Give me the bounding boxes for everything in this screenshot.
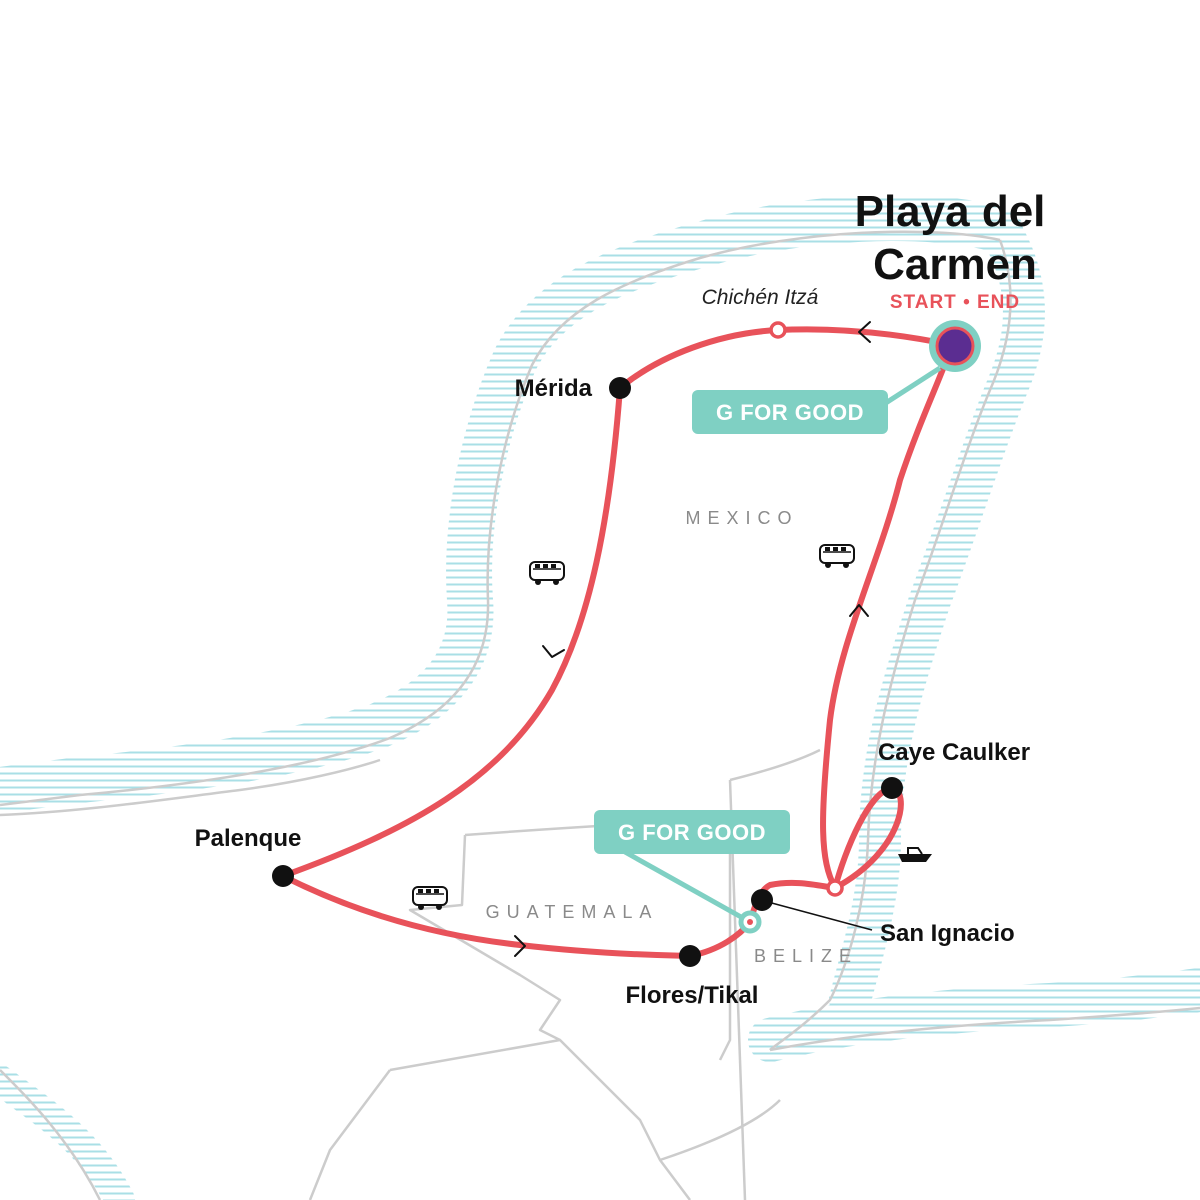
g-for-good-label: G FOR GOOD [618,820,766,845]
stop-dot-merida[interactable] [609,377,631,399]
boat-icon [898,847,932,862]
g-for-good-marker-center [747,919,753,925]
stop-dot-flores[interactable] [679,945,701,967]
coastline [0,230,1200,1200]
stop-label-palenque: Palenque [195,825,302,852]
san-ignacio-connector [767,901,873,931]
stop-label-merida: Mérida [515,375,593,402]
start-end-city-label-line1: Playa del [855,187,1046,236]
chevron-arrow-icon [514,321,871,957]
g-for-good-badge-top[interactable]: G FOR GOOD [692,365,942,434]
country-label-guatemala: GUATEMALA [486,902,659,922]
g-for-good-label: G FOR GOOD [716,400,864,425]
stop-dot-palenque[interactable] [272,865,294,887]
bus-icon [819,544,855,568]
stop-label-caye-caulker: Caye Caulker [878,739,1030,766]
poi-chichen-itza-label: Chichén Itzá [702,286,819,309]
country-label-mexico: MEXICO [685,508,798,528]
start-end-marker[interactable] [929,320,981,372]
g-for-good-badge-bottom[interactable]: G FOR GOOD [594,810,790,925]
belize-border-marker[interactable] [826,879,844,897]
bus-icon [529,561,565,585]
chichen-itza-marker[interactable] [769,321,787,339]
stop-dots [272,377,903,967]
start-end-tag: START • END [890,292,1020,313]
coast-water-hatching [0,195,1200,1200]
stop-label-san-ignacio: San Ignacio [880,920,1015,947]
bus-icon [412,886,448,910]
stop-dot-san-ignacio[interactable] [751,889,773,911]
stop-label-flores: Flores/Tikal [626,982,759,1009]
start-end-city-label-line2: Carmen [873,240,1037,289]
country-label-belize: BELIZE [754,946,858,966]
stop-dot-caye-caulker[interactable] [881,777,903,799]
